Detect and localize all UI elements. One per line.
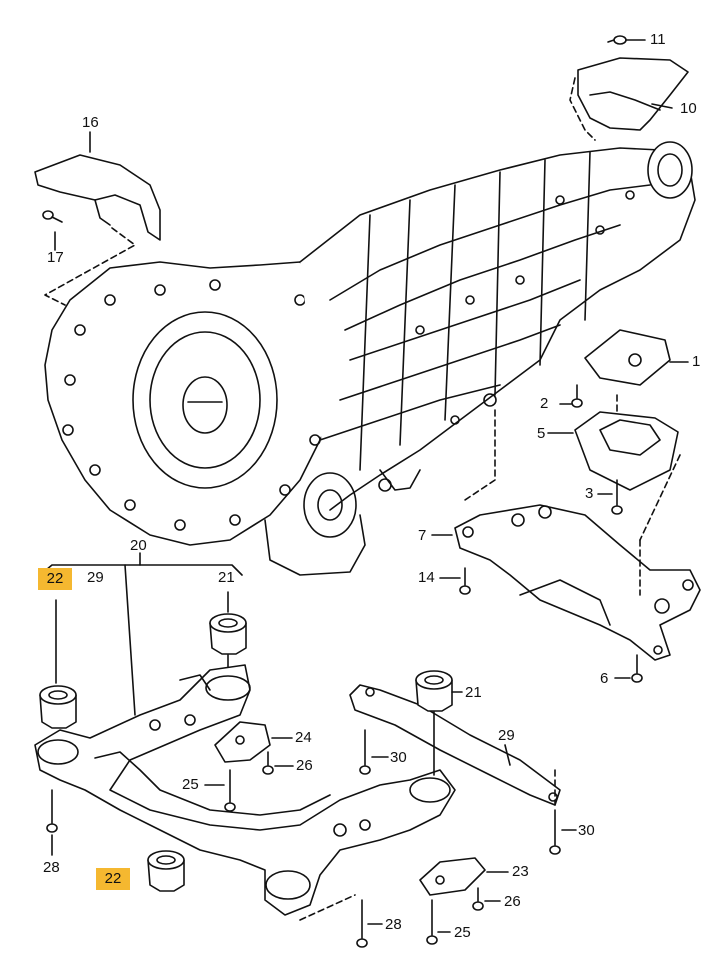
bolt-11 — [607, 35, 646, 45]
label-part-16: 16 — [82, 114, 99, 131]
label-part-14: 14 — [418, 569, 435, 586]
label-part-17: 17 — [47, 249, 64, 266]
leader-16-dashed — [44, 227, 136, 306]
label-part-20: 20 — [130, 537, 147, 554]
label-part-21-upper: 21 — [218, 569, 235, 586]
bolt-25-upper — [204, 769, 236, 812]
label-part-22-highlighted-upper: 22 — [38, 568, 72, 590]
bolt-28-upper — [46, 789, 58, 856]
bracket-29 — [349, 684, 561, 806]
bracket-23 — [419, 857, 509, 896]
leader-20-a — [124, 564, 136, 716]
label-part-29-upper: 29 — [87, 569, 104, 586]
bushing-22-lower — [147, 850, 185, 892]
label-part-25-lower: 25 — [454, 924, 471, 941]
bolt-2 — [559, 384, 583, 408]
label-part-26-lower: 26 — [504, 893, 521, 910]
label-part-3: 3 — [585, 485, 594, 502]
bushing-21-right — [415, 670, 463, 776]
label-part-23: 23 — [512, 863, 529, 880]
crossmember-7 — [431, 504, 701, 661]
label-part-21-lower: 21 — [465, 684, 482, 701]
label-part-25-upper: 25 — [182, 776, 199, 793]
bushing-21-left — [209, 591, 247, 676]
label-part-28-upper: 28 — [43, 859, 60, 876]
bolt-17 — [42, 210, 63, 251]
label-part-30-upper: 30 — [390, 749, 407, 766]
label-part-5: 5 — [537, 425, 546, 442]
mount-bracket-1 — [584, 329, 689, 386]
label-part-6: 6 — [600, 670, 609, 687]
leader-5-dashed — [639, 454, 681, 541]
bracket-24 — [214, 721, 293, 763]
rubber-mount-5 — [547, 411, 679, 491]
label-part-1: 1 — [692, 353, 701, 370]
bolt-30-left — [359, 729, 389, 775]
label-part-24: 24 — [295, 729, 312, 746]
label-part-26-upper: 26 — [296, 757, 313, 774]
leader-28-dashed — [299, 894, 356, 921]
nut-6 — [614, 654, 643, 683]
bolt-30-right — [549, 809, 577, 855]
bolt-3 — [597, 479, 623, 515]
bolt-14 — [439, 567, 471, 595]
bolt-25-lower — [426, 899, 451, 945]
leader-trans-dashed — [464, 409, 496, 501]
bolt-26-lower — [472, 887, 501, 911]
label-part-2: 2 — [540, 395, 549, 412]
label-part-30-lower: 30 — [578, 822, 595, 839]
label-part-29-lower: 29 — [498, 727, 515, 744]
label-part-10: 10 — [680, 100, 697, 117]
bushing-22-upper — [39, 599, 77, 729]
heat-shield-16 — [34, 131, 161, 241]
bolt-28-lower — [356, 899, 383, 948]
label-part-11: 11 — [650, 31, 666, 48]
heat-shield-10 — [577, 57, 689, 131]
label-part-7: 7 — [418, 527, 427, 544]
label-part-22-highlighted-lower: 22 — [96, 868, 130, 890]
label-part-28-lower: 28 — [385, 916, 402, 933]
leader-10-dashed — [569, 77, 596, 141]
bolt-26-upper — [262, 751, 294, 775]
transmission-housing — [44, 141, 696, 576]
subframe — [34, 664, 456, 916]
